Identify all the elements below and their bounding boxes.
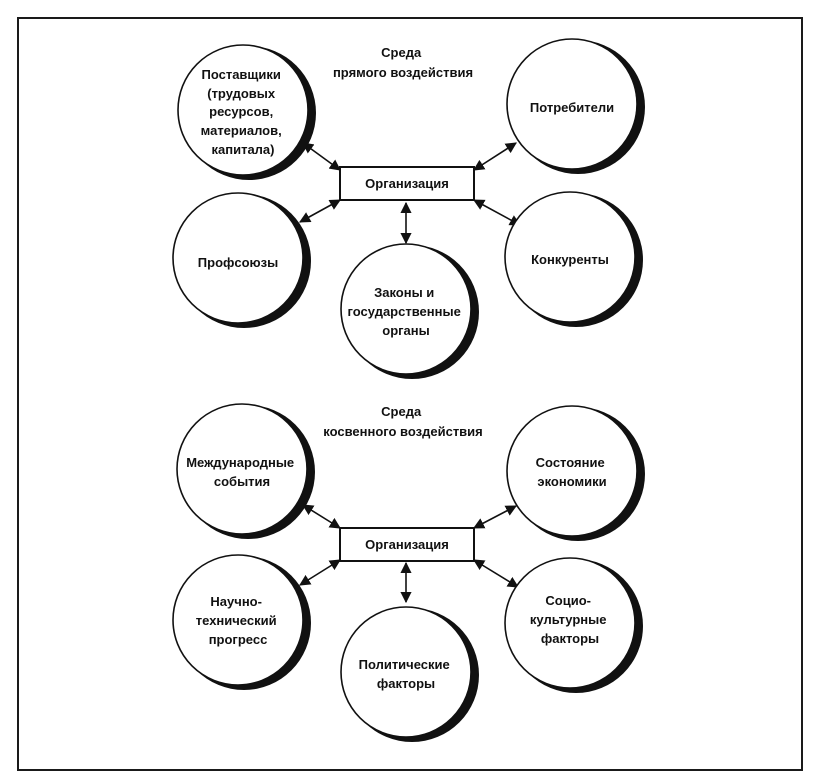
direct-title-line-1: Среда <box>381 45 422 60</box>
svg-text:Законы и государственн: Законы и государственные органы <box>348 285 465 338</box>
indirect-title-line-2: косвенного воздействия <box>323 424 483 439</box>
svg-text:Международные события: Международные события <box>186 455 298 489</box>
unions-label: Профсоюзы <box>198 255 278 270</box>
sociocultural-line-1: Социо- <box>545 593 591 608</box>
node-scitech-progress: Научно- технический прогресс <box>172 554 311 690</box>
arrow-competitors-organization <box>473 199 521 226</box>
svg-text:Поставщики (трудовых: Поставщики (трудовых ресурсов, материало… <box>201 67 286 157</box>
scitech-line-3: прогресс <box>209 632 268 647</box>
competitors-label: Конкуренты <box>531 252 609 267</box>
political-line-1: Политические <box>359 657 450 672</box>
political-line-2: факторы <box>377 676 435 691</box>
economy-line-1: Состояние <box>536 455 605 470</box>
direct-environment-section: Среда прямого воздействия Организация По… <box>172 38 645 379</box>
arrow-consumers-organization <box>473 142 517 171</box>
suppliers-line-1: Поставщики <box>201 67 280 82</box>
indirect-environment-section: Среда косвенного воздействия Организация… <box>172 403 645 742</box>
organization-box-indirect <box>339 527 475 562</box>
node-consumers: Потребители <box>506 38 645 174</box>
node-sociocultural-factors: Социо- культурные факторы <box>504 557 643 693</box>
international-line-1: Международные <box>186 455 294 470</box>
arrow-international-organization <box>302 504 341 529</box>
laws-line-1: Законы и <box>374 285 434 300</box>
organization-box-direct <box>339 166 475 201</box>
arrow-economy-organization <box>473 505 517 529</box>
indirect-section-title: Среда косвенного воздействия <box>323 404 483 439</box>
scitech-line-1: Научно- <box>210 594 262 609</box>
direct-title-line-2: прямого воздействия <box>333 65 473 80</box>
organization-label-direct: Организация <box>365 176 449 191</box>
node-international-events: Международные события <box>176 403 315 539</box>
organization-label-indirect: Организация <box>365 537 449 552</box>
svg-text:Состояние экономики: Состояние экономики <box>536 455 609 489</box>
suppliers-line-3: ресурсов, <box>209 104 273 119</box>
svg-text:Политические факторы: Политические факторы <box>359 657 454 691</box>
node-economy-state: Состояние экономики <box>506 405 645 541</box>
suppliers-line-2: (трудовых <box>207 86 276 101</box>
arrow-unions-organization <box>299 199 341 223</box>
suppliers-line-5: капитала) <box>212 142 275 157</box>
indirect-title-line-1: Среда <box>381 404 422 419</box>
diagram-frame <box>17 17 803 771</box>
sociocultural-line-2: культурные <box>530 612 607 627</box>
international-line-2: события <box>214 474 270 489</box>
consumers-label: Потребители <box>530 100 614 115</box>
arrow-scitech-organization <box>299 559 341 586</box>
node-laws: Законы и государственные органы <box>340 243 479 379</box>
direct-section-title: Среда прямого воздействия <box>333 45 473 80</box>
node-political-factors: Политические факторы <box>340 606 479 742</box>
node-unions: Профсоюзы <box>172 192 311 328</box>
laws-line-2: государственные <box>348 304 461 319</box>
laws-line-3: органы <box>382 323 429 338</box>
node-suppliers: Поставщики (трудовых ресурсов, материало… <box>177 44 316 180</box>
suppliers-line-4: материалов, <box>201 123 282 138</box>
arrow-sociocultural-organization <box>473 559 519 588</box>
scitech-line-2: технический <box>196 613 277 628</box>
sociocultural-line-3: факторы <box>541 631 599 646</box>
arrow-suppliers-organization <box>302 142 341 171</box>
svg-text:Научно- технический: Научно- технический прогресс <box>196 594 280 647</box>
node-competitors: Конкуренты <box>504 191 643 327</box>
svg-text:Социо- культурные: Социо- культурные факторы <box>530 593 610 646</box>
economy-line-2: экономики <box>537 474 606 489</box>
